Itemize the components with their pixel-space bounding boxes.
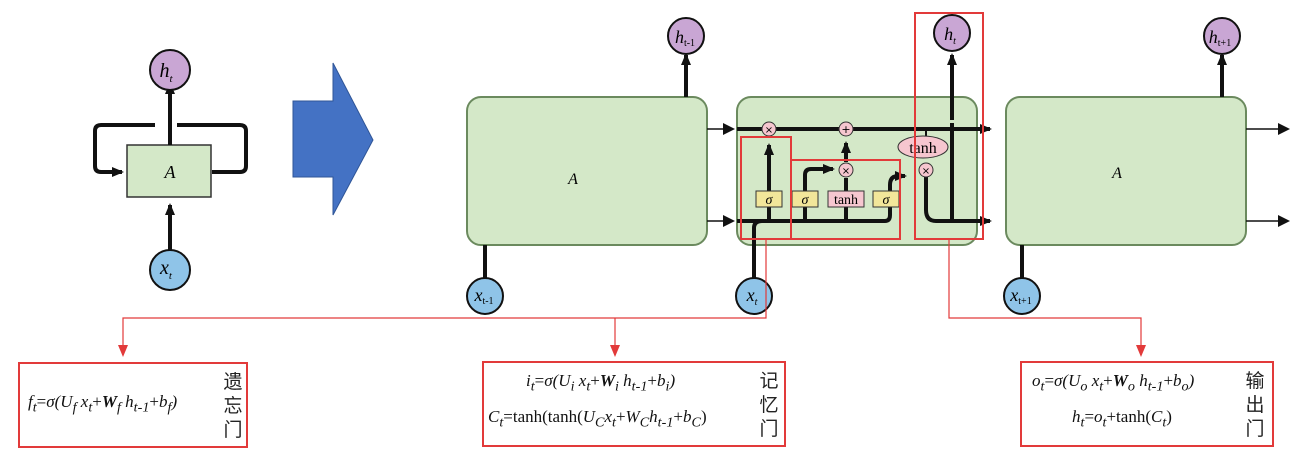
rolled-rnn: A ht xt (93, 49, 248, 291)
svg-text:σ: σ (766, 193, 774, 208)
forget-gate-box: ft=σ(Uf xt+Wf ht-1+bf) 遗忘门 (18, 362, 248, 448)
input-gate-equation: it=σ(Ui xt+Wi ht-1+bi) (526, 371, 676, 395)
op-multiply-input-icon: × (838, 162, 854, 178)
hidden-state-equation: ht=ot+tanh(Ct) (1072, 407, 1172, 431)
cell-label: A (567, 171, 578, 188)
connectors (118, 239, 1146, 357)
gate-tanh-candidate: tanh (827, 190, 865, 208)
svg-text:ht: ht (944, 24, 956, 47)
rolled-h-node (149, 49, 191, 91)
h-node (667, 17, 705, 55)
gate-sigma-input: σ (791, 190, 819, 208)
gate-sigma-forget: σ (755, 190, 783, 208)
cell-t-minus-1: A ht-1 xt-1 (466, 17, 735, 315)
cell-box (466, 96, 708, 246)
op-multiply-output-icon: × (918, 162, 934, 178)
gate-sigma-output: σ (872, 190, 900, 208)
highlight-input-gate (790, 159, 901, 240)
cell-t: σ σ tanh σ × + × × tanh ht xt (735, 12, 992, 315)
svg-text:ht: ht (159, 60, 173, 85)
h-node (1203, 17, 1241, 55)
rolled-x-sub: t (169, 270, 173, 282)
rolled-x-label: x (159, 257, 169, 279)
input-gate-box: it=σ(Ui xt+Wi ht-1+bi) Ct=tanh(tanh(UCxt… (482, 361, 786, 447)
x-node (1003, 277, 1041, 315)
svg-text:σ: σ (883, 193, 891, 208)
op-add-icon: + (838, 121, 854, 137)
op-tanh-output: tanh (897, 135, 949, 159)
rolled-h-sub: t (169, 73, 173, 85)
cell-box (1005, 96, 1247, 246)
svg-text:tanh: tanh (834, 193, 858, 208)
svg-text:xt: xt (159, 257, 173, 282)
recurrent-loop-right (177, 123, 248, 174)
forget-gate-title: 遗忘门 (223, 371, 243, 441)
rolled-x-node (149, 249, 191, 291)
rolled-h-label: h (159, 60, 169, 82)
rolled-cell-label: A (164, 162, 177, 182)
forget-gate-equation: ft=σ(Uf xt+Wf ht-1+bf) (28, 392, 178, 416)
svg-text:ht-1: ht-1 (675, 27, 695, 49)
cell-t-plus-1: A ht+1 xt+1 (1003, 17, 1290, 315)
recurrent-loop-left (93, 123, 155, 177)
x-node (735, 277, 773, 315)
svg-text:tanh: tanh (909, 140, 937, 157)
svg-text:xt+1: xt+1 (1009, 285, 1031, 307)
svg-text:×: × (765, 125, 773, 136)
op-multiply-forget-icon: × (761, 121, 777, 137)
input-gate-title: 记忆门 (759, 370, 779, 440)
unroll-arrow-icon (292, 62, 374, 216)
svg-text:xt-1: xt-1 (473, 285, 493, 307)
output-gate-box: ot=σ(Uo xt+Wo ht-1+bo) ht=ot+tanh(Ct) 输出… (1020, 361, 1274, 447)
svg-text:×: × (842, 166, 850, 177)
cell-label: A (1111, 165, 1122, 182)
svg-text:×: × (922, 166, 930, 177)
cell-state-equation: Ct=tanh(tanh(UCxt+WCht-1+bC) (488, 407, 707, 431)
h-node (933, 14, 971, 52)
output-gate-equation: ot=σ(Uo xt+Wo ht-1+bo) (1032, 371, 1195, 395)
svg-text:xt: xt (746, 285, 758, 308)
x-node (466, 277, 504, 315)
svg-text:σ: σ (802, 193, 810, 208)
svg-text:+: + (841, 123, 850, 136)
cell-box (736, 96, 978, 246)
output-gate-title: 输出门 (1245, 370, 1265, 440)
rolled-cell (126, 144, 212, 198)
svg-text:ht+1: ht+1 (1209, 27, 1231, 49)
